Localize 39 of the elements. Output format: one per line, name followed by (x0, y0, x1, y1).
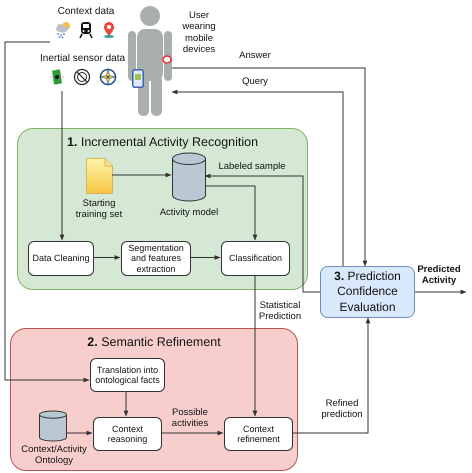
edge-label: Refined prediction (320, 398, 364, 421)
stage-title: 1. Incremental Activity Recognition (66, 135, 260, 149)
arrow (204, 174, 320, 292)
evaluation-box: 3. Prediction Confidence Evaluation (320, 266, 415, 318)
arrow (252, 274, 258, 417)
arrow (160, 430, 224, 436)
stage-title: 2. Semantic Refinement (86, 335, 222, 349)
node-caption: Context/Activity Ontology (20, 444, 88, 467)
node-caption: Activity model (158, 207, 220, 218)
edge-label: Possible activities (170, 407, 210, 430)
node-caption: User wearing mobile devices (181, 10, 217, 56)
edge-label: Answer (238, 50, 272, 62)
stage-panel (17, 128, 308, 290)
arrow (292, 317, 370, 434)
node-caption: Starting training set (74, 198, 124, 221)
process-box: Context refinement (224, 417, 293, 451)
process-box: Classification (221, 241, 290, 276)
arrow (4, 42, 90, 382)
process-box: Translation into ontological facts (90, 358, 165, 392)
arrow (172, 68, 368, 267)
edge-label: Query (241, 76, 269, 88)
arrow (171, 90, 344, 266)
arrow (414, 290, 467, 294)
process-box: Data Cleaning (28, 241, 94, 276)
arrow (112, 172, 172, 178)
process-box: Segmentation and features extraction (121, 241, 191, 276)
arrow (204, 186, 258, 241)
arrow (60, 90, 64, 241)
arrow (66, 430, 93, 436)
arrow (124, 390, 128, 417)
edge-label: Statistical Prediction (258, 300, 302, 323)
arrow (190, 255, 221, 260)
data-source-label: Context data (56, 6, 116, 17)
data-source-label: Inertial sensor data (40, 53, 124, 64)
stage-panel (10, 328, 298, 471)
edge-label: Labeled sample (217, 161, 287, 172)
process-box: Context reasoning (93, 417, 162, 451)
arrow (92, 255, 121, 260)
edge-label: Predicted Activity (416, 264, 462, 287)
